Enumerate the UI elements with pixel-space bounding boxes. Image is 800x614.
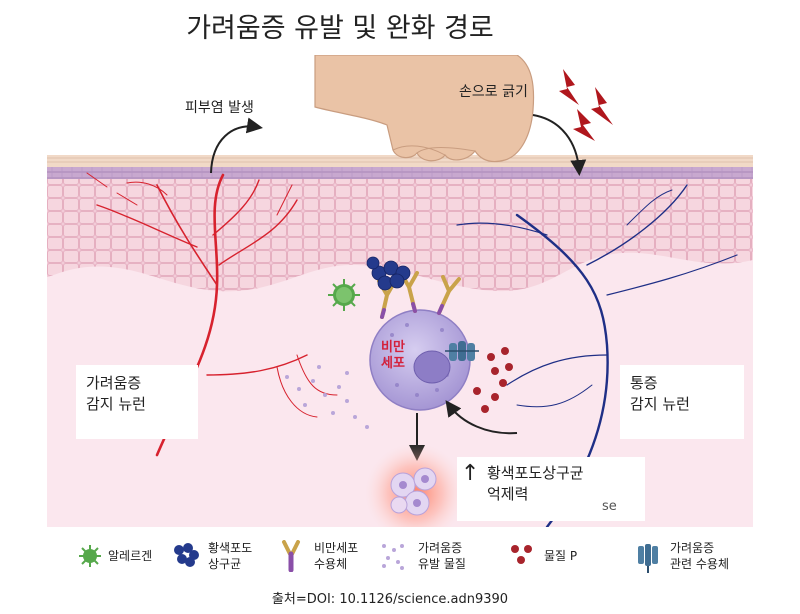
legend-item-substance-p: 물질 P	[544, 549, 578, 563]
staph-suppression-label: 황색포도상구균 억제력	[457, 457, 645, 521]
granular-layer	[47, 167, 753, 179]
substance-p-icon	[473, 347, 513, 413]
allergen-icon	[79, 545, 101, 567]
itch-receptor-icon	[638, 544, 658, 573]
diagram-title: 가려움증 유발 및 완화 경로	[186, 13, 494, 44]
substance-p-arrow	[445, 400, 518, 435]
dermatitis-label: 피부염 발생	[185, 100, 254, 116]
watermark-text: se	[602, 499, 617, 514]
itch-receptor-icon	[445, 341, 479, 361]
allergen-icon	[328, 279, 360, 311]
staph-aureus-icon	[366, 256, 411, 291]
scratching-label: 손으로 긁기	[459, 84, 528, 100]
scratch-arrow	[532, 114, 587, 176]
scratching-hand	[314, 55, 535, 163]
itch-substance-icon	[285, 365, 369, 429]
inflammation-cells	[365, 443, 465, 527]
lightning-icon	[559, 69, 613, 141]
legend-item-allergen: 알레르겐	[108, 549, 153, 563]
increase-arrow-icon: ↑	[461, 461, 480, 486]
pain-neuron-label: 통증 감지 뉴런	[620, 365, 744, 439]
itch-substance-icon	[382, 544, 404, 570]
mast-cell-label: 비만 세포	[381, 340, 405, 371]
epidermis	[47, 177, 753, 292]
dermatitis-arrow	[210, 117, 263, 174]
mast-cell	[369, 309, 471, 411]
skin-cross-section	[47, 55, 753, 527]
mast-cell-receptor-icon	[282, 540, 300, 572]
source-citation: 출처=DOI: 10.1126/science.adn9390	[271, 592, 509, 607]
substance-p-icon	[511, 545, 532, 564]
skin-illustration: 피부염 발생 손으로 긁기 비만 세포 가려움증 감지 뉴런 통증 감지 뉴런 …	[47, 55, 753, 527]
itch-neuron-label: 가려움증 감지 뉴런	[76, 365, 198, 439]
staph-aureus-icon	[174, 543, 199, 567]
